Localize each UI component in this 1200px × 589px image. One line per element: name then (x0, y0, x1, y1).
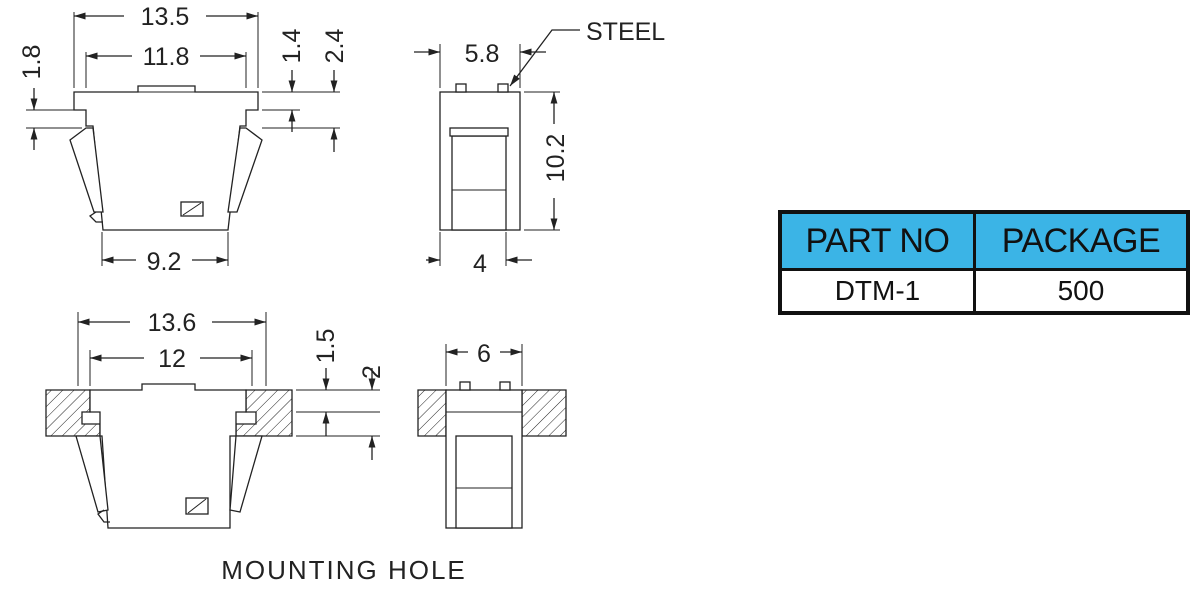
dim-side-height: 10.2 (542, 134, 570, 183)
dim-right-b: 2.4 (321, 29, 349, 64)
dim-top-width-outer: 13.5 (141, 3, 190, 31)
table-header-row: PART NO PACKAGE (778, 210, 1190, 271)
material-label: STEEL (586, 18, 665, 46)
mounted-side-labels: 6 (477, 340, 491, 368)
cell-package: 500 (972, 268, 1190, 315)
dim-right-a: 1.4 (278, 29, 306, 64)
dim-side-left: 1.8 (18, 45, 46, 80)
dim-mount-width-outer: 13.6 (148, 309, 197, 337)
dim-mount-a: 1.5 (312, 329, 340, 364)
side-view (439, 83, 521, 231)
front-view-dimension-lines (30, 12, 338, 264)
mounting-hole-caption: MOUNTING HOLE (221, 555, 467, 585)
dim-side-width-top: 5.8 (465, 40, 500, 68)
dim-mount-side-width: 6 (477, 340, 491, 368)
side-view-labels: 5.8 4 10.2 STEEL (465, 18, 666, 278)
table-row: DTM-1 500 (778, 268, 1190, 315)
cell-part-no: DTM-1 (778, 268, 976, 315)
header-package: PACKAGE (972, 210, 1190, 271)
dim-top-width-inner: 11.8 (143, 43, 190, 71)
dim-mount-width-inner: 12 (158, 345, 186, 373)
mounted-front-view (45, 383, 293, 529)
dim-mount-b: 2 (358, 365, 386, 379)
spec-table: PART NO PACKAGE DTM-1 500 (778, 210, 1190, 315)
dim-side-width-bottom: 4 (473, 250, 487, 278)
dim-bottom-width: 9.2 (147, 248, 182, 276)
mounted-front-dimension-lines (78, 318, 376, 460)
header-part-no: PART NO (778, 210, 976, 271)
mounted-side-view (417, 381, 567, 529)
mounted-front-labels: 13.6 12 1.5 2 (148, 309, 386, 379)
front-view (69, 85, 263, 231)
side-view-dimension-lines (414, 29, 580, 264)
front-view-labels: 13.5 11.8 9.2 1.8 1.4 2.4 (18, 3, 349, 276)
